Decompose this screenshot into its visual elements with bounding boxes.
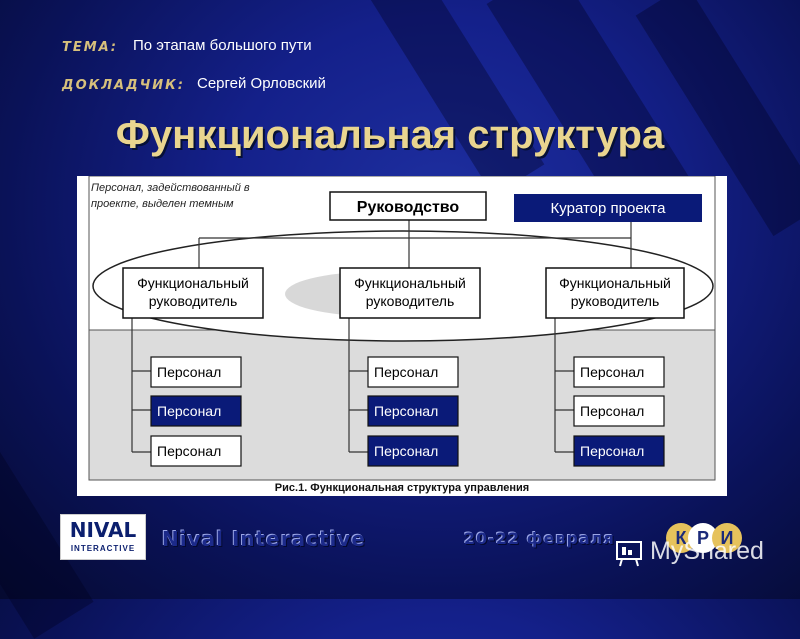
diagram-caption: Рис.1. Функциональная структура управлен… [275, 482, 529, 494]
personnel-label: Персонал [374, 364, 438, 380]
functional-leader-2: Функциональный руководитель [339, 267, 481, 319]
kri-badge-i: И [712, 523, 742, 553]
slide-title: Функциональная структура [115, 113, 665, 157]
personnel-box-2-1: Персонал [367, 356, 459, 388]
diagram-panel: Персонал, задействованный в проекте, выд… [77, 175, 727, 496]
personnel-label: Персонал [580, 443, 644, 459]
topic-label: ТЕМА: [62, 40, 118, 55]
management-label: Руководство [357, 199, 460, 216]
curator-label: Куратор проекта [551, 200, 667, 217]
svg-text:руководитель: руководитель [571, 293, 659, 309]
personnel-boxes: ПерсоналПерсоналПерсоналПерсоналПерсонал… [150, 356, 665, 467]
personnel-box-2-3: Персонал [367, 435, 459, 467]
personnel-label: Персонал [157, 364, 221, 380]
presentation-icon [616, 541, 642, 567]
speaker-value: Сергей Орловский [197, 75, 326, 92]
personnel-label: Персонал [374, 403, 438, 419]
logo-main-text: NIVAL [69, 518, 137, 542]
diagram-note-line2: проекте, выделен темным [91, 198, 234, 210]
svg-text:Функциональный: Функциональный [354, 275, 466, 291]
speaker-label: ДОКЛАДЧИК: [62, 78, 185, 93]
personnel-label: Персонал [157, 443, 221, 459]
curator-node [514, 194, 702, 222]
personnel-label: Персонал [580, 364, 644, 380]
company-name: Nival Interactive [162, 527, 366, 551]
kri-badge-r: Р [688, 523, 718, 553]
nival-logo: NIVAL INTERACTIVE [60, 514, 146, 560]
personnel-box-2-2: Персонал [367, 395, 459, 427]
svg-text:руководитель: руководитель [366, 293, 454, 309]
personnel-label: Персонал [580, 403, 644, 419]
watermark: MyShared [650, 537, 764, 565]
personnel-box-1-3: Персонал [150, 435, 242, 467]
svg-text:Функциональный: Функциональный [137, 275, 249, 291]
personnel-box-1-2: Персонал [150, 395, 242, 427]
functional-leader-1: Функциональный руководитель [122, 267, 264, 319]
functional-leader-3: Функциональный руководитель [545, 267, 685, 319]
connector-lines [131, 220, 632, 453]
personnel-label: Персонал [374, 443, 438, 459]
management-node [329, 191, 487, 221]
org-structure-diagram: Персонал, задействованный в проекте, выд… [88, 175, 716, 494]
logo-sub-text: INTERACTIVE [70, 544, 136, 553]
personnel-label: Персонал [157, 403, 221, 419]
svg-text:руководитель: руководитель [149, 293, 237, 309]
event-date: 20-22 февраля [464, 529, 615, 548]
personnel-box-3-3: Персонал [573, 435, 665, 467]
topic-value: По этапам большого пути [133, 37, 312, 54]
personnel-box-3-2: Персонал [573, 395, 665, 427]
personnel-box-3-1: Персонал [573, 356, 665, 388]
personnel-box-1-1: Персонал [150, 356, 242, 388]
svg-text:Функциональный: Функциональный [559, 275, 671, 291]
diagram-note-line1: Персонал, задействованный в [91, 182, 250, 194]
